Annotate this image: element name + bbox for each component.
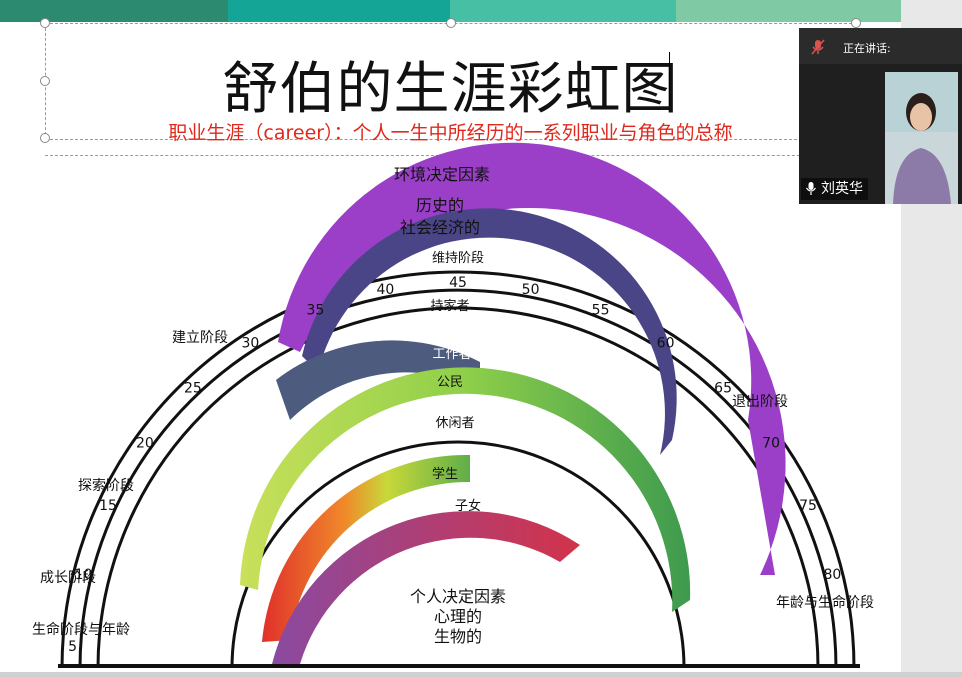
mic-off-icon[interactable]: [809, 38, 827, 56]
participant-name: 刘英华: [821, 181, 863, 197]
resize-handle-top-mid[interactable]: [446, 18, 456, 28]
role-student: 学生: [432, 466, 458, 482]
age-tick-15: 15: [99, 498, 117, 514]
age-tick-5: 5: [68, 639, 77, 655]
age-tick-50: 50: [522, 282, 540, 298]
env-line-1: 历史的: [416, 196, 464, 215]
participant-video[interactable]: [885, 72, 958, 204]
theme-bar-4: [676, 0, 901, 22]
personal-line-1: 心理的: [434, 607, 482, 626]
age-tick-10: 10: [75, 567, 93, 583]
microphone-icon: [806, 182, 816, 195]
age-tick-60: 60: [657, 336, 675, 352]
age-tick-45: 45: [449, 275, 467, 291]
role-child: 子女: [455, 498, 481, 514]
stage-growth: 成长阶段: [40, 570, 96, 586]
student-band: [262, 454, 470, 642]
video-call-widget[interactable]: 正在讲话: 刘英华: [799, 28, 962, 204]
stage-exploration: 探索阶段: [78, 477, 134, 494]
resize-handle-top-left[interactable]: [40, 18, 50, 28]
theme-bar-2: [228, 0, 450, 22]
slide-title[interactable]: 舒伯的生涯彩虹图: [222, 57, 679, 122]
stage-establishment: 建立阶段: [172, 330, 228, 346]
resize-handle-bottom-left[interactable]: [40, 133, 50, 143]
age-tick-20: 20: [136, 435, 154, 451]
age-tick-25: 25: [184, 380, 202, 396]
age-tick-40: 40: [376, 282, 394, 298]
video-call-header: 正在讲话:: [799, 28, 962, 64]
theme-bar-1: [0, 0, 228, 22]
bottom-scrollbar[interactable]: [0, 672, 962, 677]
participant-avatar: [885, 72, 958, 204]
citizen-band: [276, 340, 480, 420]
env-line-2: 社会经济的: [400, 218, 480, 237]
personal-line-2: 生物的: [434, 627, 482, 646]
stage-decline: 退出阶段: [732, 394, 788, 410]
resize-handle-top-right[interactable]: [851, 18, 861, 28]
role-citizen: 公民: [437, 375, 463, 390]
age-tick-labels: 5 10 15 20 25 30 35 40 45 50 55 60 65 70 75 80: [68, 275, 841, 655]
age-tick-80: 80: [823, 567, 841, 583]
role-leisurite: 休闲者: [435, 416, 474, 431]
age-tick-30: 30: [241, 336, 259, 352]
age-tick-70: 70: [762, 435, 780, 451]
slide-canvas: 舒伯的生涯彩虹图 职业生涯（career）：个人一生中所经历的一系列职业与角色的…: [0, 0, 901, 672]
slide-subtitle[interactable]: 职业生涯（career）：个人一生中所经历的一系列职业与角色的总称: [168, 122, 733, 144]
child-band: [272, 511, 580, 664]
age-tick-55: 55: [592, 302, 610, 318]
theme-bar-3: [450, 0, 676, 22]
inner-age-arc: [78, 288, 838, 669]
age-tick-65: 65: [714, 380, 732, 396]
resize-handle-mid-left[interactable]: [40, 76, 50, 86]
age-tick-35: 35: [306, 302, 324, 318]
stage-life-age-left: 生命阶段与年龄: [32, 621, 130, 638]
age-tick-75: 75: [799, 498, 817, 514]
text-cursor: [669, 52, 670, 106]
role-worker: 工作者: [432, 347, 471, 362]
stage-age-life-right: 年龄与生命阶段: [776, 594, 874, 611]
personal-title: 个人决定因素: [410, 587, 506, 606]
outer-age-arc: [60, 270, 856, 669]
participant-name-tag: 刘英华: [801, 178, 868, 200]
role-homemaker: 持家者: [430, 298, 469, 314]
env-title: 环境决定因素: [394, 165, 490, 184]
stage-maintenance: 维持阶段: [432, 251, 484, 266]
speaking-label: 正在讲话:: [843, 42, 891, 55]
career-rainbow-diagram: 环境决定因素 历史的 社会经济的 个人决定因素 心理的 生物的 维持阶段 建立阶…: [32, 142, 874, 669]
